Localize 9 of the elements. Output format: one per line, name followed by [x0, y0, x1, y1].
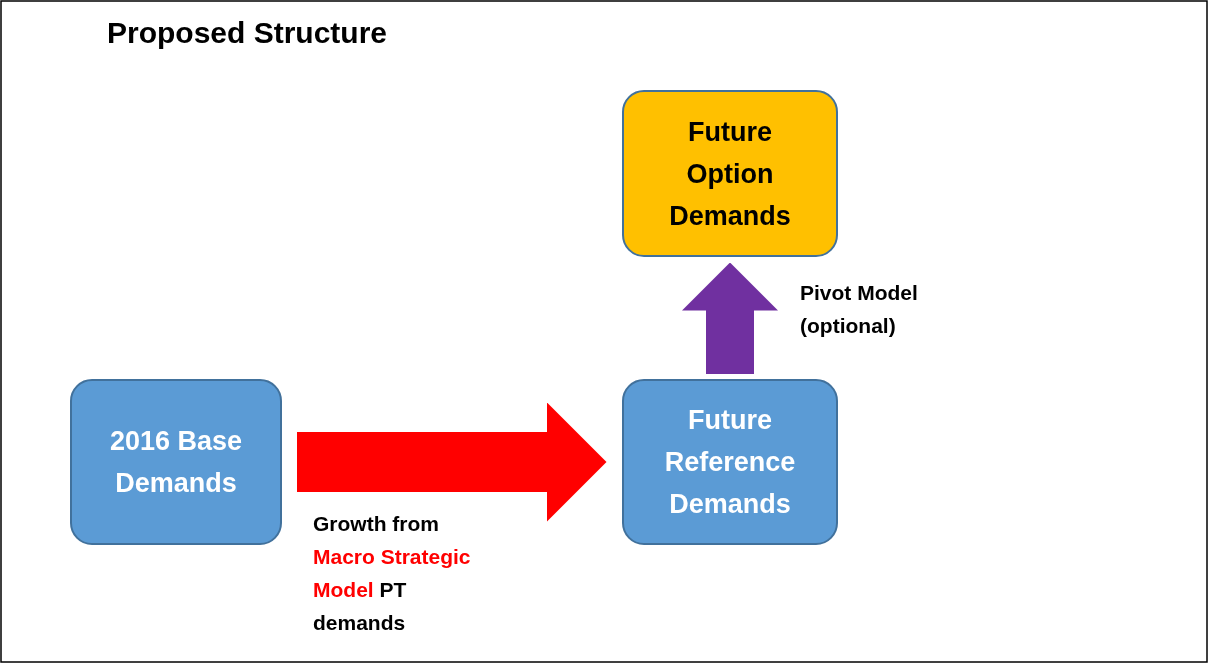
diagram-title: Proposed Structure — [107, 16, 388, 50]
process-box — [70, 379, 282, 545]
box-label: Future Reference Demands — [663, 404, 797, 521]
block-arrow — [297, 402, 607, 522]
process-box — [622, 379, 838, 545]
process-box — [622, 90, 838, 257]
box-label: 2016 Base Demands — [108, 425, 244, 500]
block-arrow — [682, 262, 778, 374]
box-label: Future Option Demands — [668, 115, 792, 233]
